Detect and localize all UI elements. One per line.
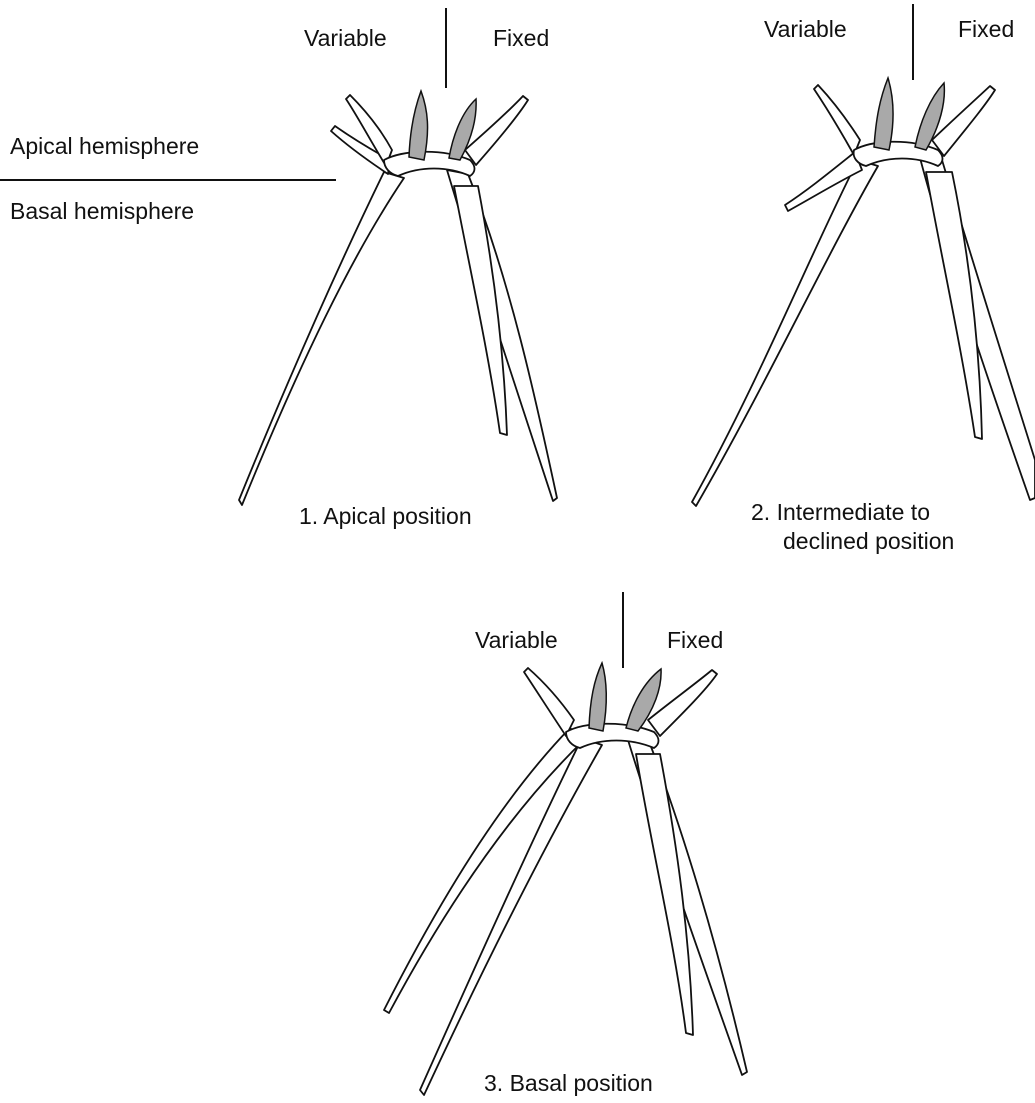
specimen-3-central-hub bbox=[566, 724, 659, 748]
specimen-1-left-basal-ray bbox=[239, 172, 404, 505]
specimen-2-left-basal-ray bbox=[692, 160, 878, 506]
specimen-2-back-right-basal-ray bbox=[926, 172, 982, 439]
specimen-2-spicule bbox=[692, 4, 1035, 506]
specimen-2-variable-shaded-spine bbox=[874, 78, 893, 150]
specimen-3-left-basal-ray bbox=[420, 738, 602, 1095]
specimen-3-spicule bbox=[384, 592, 747, 1095]
specimen-3-upper-left-apical-ray bbox=[524, 668, 574, 736]
specimen-1-spicule bbox=[239, 8, 557, 505]
specimen-1-variable-shaded-spine bbox=[409, 91, 428, 160]
specimen-3-variable-shaded-spine bbox=[589, 663, 606, 731]
specimen-2-upper-left-apical-ray bbox=[814, 85, 860, 155]
